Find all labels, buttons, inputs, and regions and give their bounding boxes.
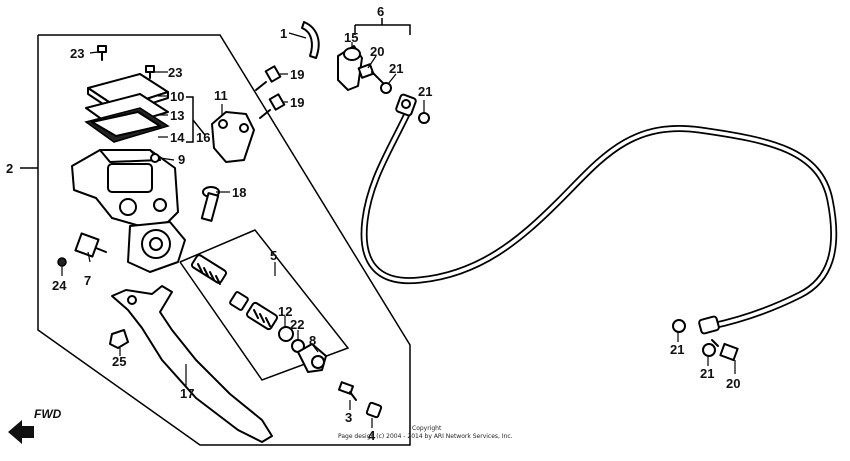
copyright-line-2: Page design (c) 2004 - 2014 by ARI Netwo… (338, 433, 513, 440)
sealing-washer (380, 82, 716, 357)
brake-hose (360, 93, 838, 335)
clamp-bolt (255, 65, 286, 119)
bleed-screw (337, 381, 357, 401)
callout-14: 14 (170, 130, 185, 145)
hose-clip (301, 21, 320, 59)
callout-7: 7 (84, 273, 91, 288)
callout-19b: 19 (290, 95, 304, 110)
callout-20a: 20 (370, 44, 384, 59)
callout-21d: 21 (700, 366, 714, 381)
bleed-cap (365, 401, 383, 419)
callout-25: 25 (112, 354, 126, 369)
master-cylinder-body (71, 149, 186, 273)
callout-4: 4 (368, 428, 376, 443)
callout-6: 6 (377, 4, 384, 19)
callout-21a: 21 (389, 61, 403, 76)
callout-13: 13 (170, 108, 184, 123)
arrow-fwd-icon: FWD (8, 407, 62, 444)
banjo-bolt (357, 63, 385, 85)
callout-2: 2 (6, 161, 13, 176)
callout-3: 3 (345, 410, 352, 425)
callout-19a: 19 (290, 67, 304, 82)
copyright-line-1: Copyright (412, 425, 442, 432)
callout-5: 5 (270, 248, 277, 263)
cap-screw (97, 45, 155, 79)
copyright-notice: Copyright Page design (c) 2004 - 2014 by… (338, 425, 513, 440)
callout-10: 10 (170, 89, 184, 104)
callout-1: 1 (280, 26, 287, 41)
callout-16: 16 (196, 130, 210, 145)
callout-12: 12 (278, 304, 292, 319)
callout-17: 17 (180, 386, 194, 401)
callout-labels: 1 2 3 4 5 6 7 8 9 10 11 12 13 14 15 16 1… (6, 4, 740, 443)
lower-banjo-bolt (711, 339, 739, 362)
switch-screw (57, 257, 67, 267)
lever-nut (109, 329, 129, 349)
callout-21c: 21 (670, 342, 684, 357)
callout-15: 15 (344, 30, 358, 45)
small-screw (150, 153, 160, 163)
callout-9: 9 (178, 152, 185, 167)
direction-label: FWD (34, 407, 62, 421)
callout-11: 11 (214, 88, 228, 103)
brake-switch (74, 232, 107, 258)
brake-lever (111, 285, 273, 443)
leader-lines (61, 32, 736, 428)
callout-22: 22 (290, 317, 304, 332)
holder-clamp (211, 111, 255, 163)
callout-23a: 23 (70, 46, 84, 61)
callout-21b: 21 (418, 84, 432, 99)
callout-23b: 23 (168, 65, 182, 80)
callout-24: 24 (52, 278, 67, 293)
pivot-bolt (200, 186, 220, 222)
callout-8: 8 (309, 333, 316, 348)
piston-set (191, 254, 327, 373)
diaphragm (84, 107, 170, 143)
assembly-frame (20, 18, 411, 446)
callout-18: 18 (232, 185, 246, 200)
callout-20b: 20 (726, 376, 740, 391)
hose-joint (337, 45, 363, 91)
